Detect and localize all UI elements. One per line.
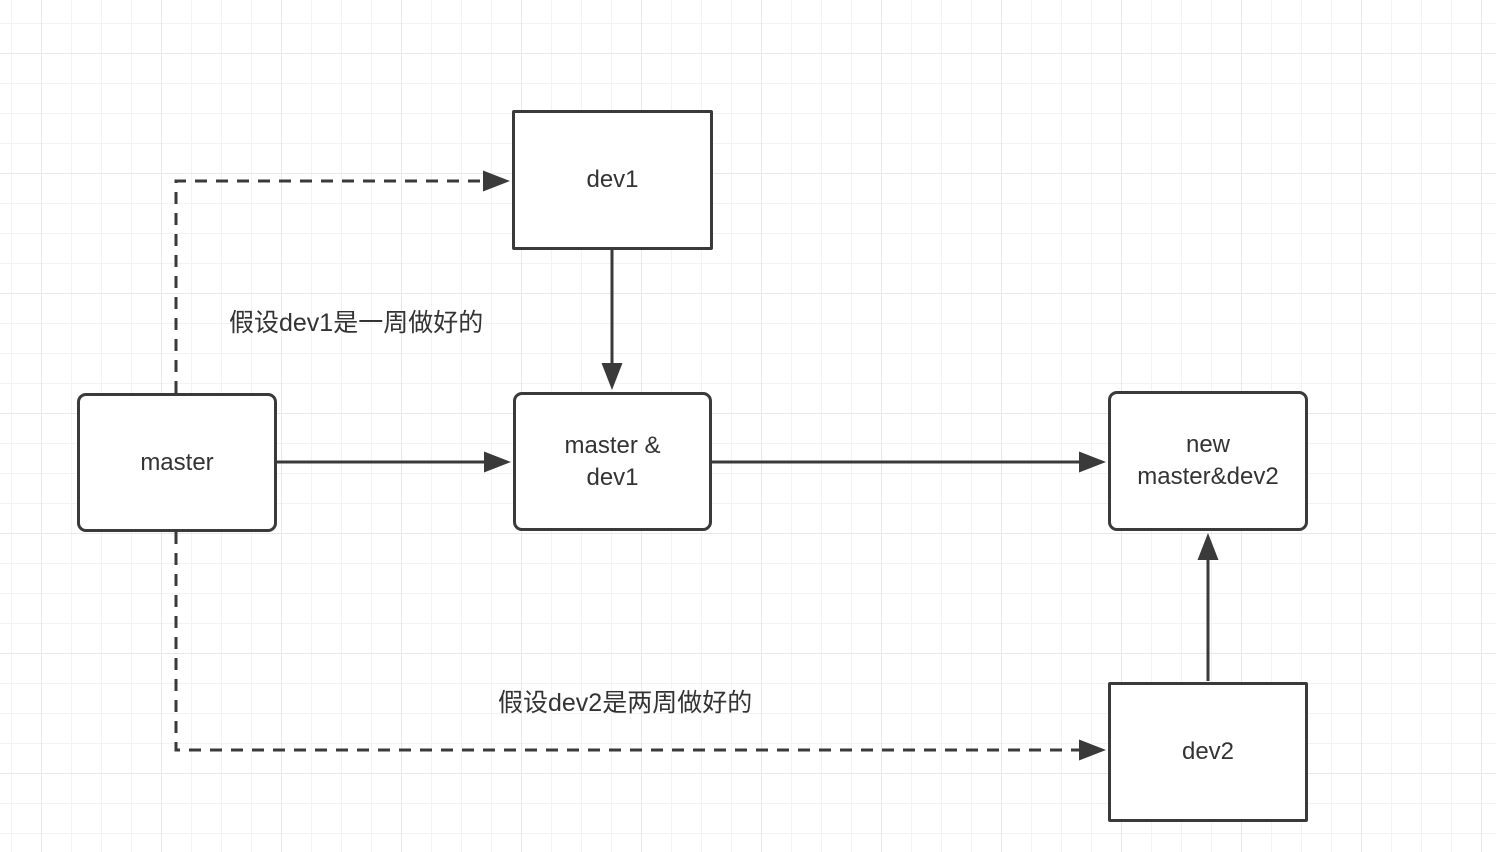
node-master[interactable]: master	[77, 393, 277, 532]
node-new-master-dev2[interactable]: new master&dev2	[1108, 391, 1308, 531]
annotation-dev1-note[interactable]: 假设dev1是一周做好的	[229, 309, 484, 337]
arrowhead-down-icon	[601, 363, 623, 390]
arrowhead-right-icon	[1079, 739, 1106, 761]
node-master-dev1[interactable]: master & dev1	[513, 392, 712, 531]
edge-dev1-to-master-dev1[interactable]	[601, 250, 623, 390]
edge-master-to-master-dev1[interactable]	[277, 451, 511, 473]
edge-master-to-dev1[interactable]	[174, 170, 510, 394]
node-new-master-dev2-label: new master&dev2	[1137, 431, 1279, 490]
arrowhead-up-icon	[1197, 533, 1219, 560]
node-dev2[interactable]: dev2	[1108, 682, 1308, 822]
edge-dev2-to-new-master-dev2[interactable]	[1197, 533, 1219, 681]
edge-master-to-dev1-line	[174, 179, 484, 393]
edge-master-to-dev2-line	[174, 532, 1080, 752]
edge-master-dev1-to-new-master-dev2[interactable]	[712, 451, 1106, 473]
node-dev1[interactable]: dev1	[512, 110, 713, 250]
arrowhead-right-icon	[1079, 451, 1106, 473]
node-master-label: master	[140, 448, 214, 476]
annotation-dev2-note[interactable]: 假设dev2是两周做好的	[498, 689, 753, 717]
node-dev1-label: dev1	[586, 166, 639, 194]
node-master-dev1-label: master & dev1	[564, 431, 661, 491]
arrowhead-right-icon	[483, 170, 510, 192]
node-dev2-label: dev2	[1181, 738, 1235, 766]
edge-master-to-dev2[interactable]	[174, 532, 1106, 761]
arrowhead-right-icon	[484, 451, 511, 473]
